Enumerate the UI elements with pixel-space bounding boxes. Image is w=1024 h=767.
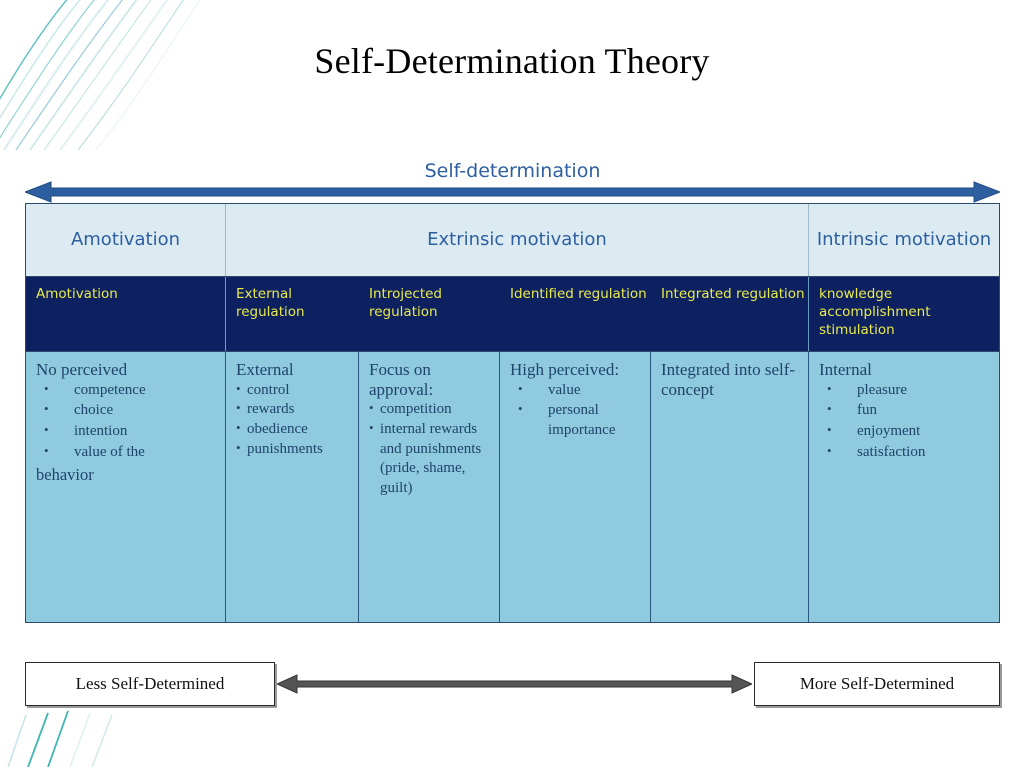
list-item: personal importance xyxy=(510,400,644,441)
list-item: competence xyxy=(36,380,219,401)
body-bullet-list: pleasure fun enjoyment satisfaction xyxy=(819,380,993,463)
group-header-amotivation: Amotivation xyxy=(26,204,226,276)
self-determination-axis-label: Self-determination xyxy=(424,160,601,182)
list-item: value of the xyxy=(36,442,219,463)
list-item: obedience xyxy=(236,419,352,440)
list-item: satisfaction xyxy=(819,442,993,463)
list-item: rewards xyxy=(236,399,352,420)
regulation-amotivation: Amotivation xyxy=(26,277,226,351)
regulation-external: External regulation xyxy=(226,277,359,351)
body-cell-external-regulation: External control rewards obedience punis… xyxy=(226,352,359,622)
body-tail-text: behavior xyxy=(36,464,94,484)
group-header-extrinsic-motivation: Extrinsic motivation xyxy=(226,204,809,276)
body-heading: Internal xyxy=(819,360,872,379)
regulation-introjected: Introjected regulation xyxy=(359,277,500,351)
list-item: internal rewards and punishments (pride,… xyxy=(369,419,493,499)
less-self-determined-box: Less Self-Determined xyxy=(25,662,275,706)
list-item: punishments xyxy=(236,439,352,460)
body-heading: Integrated into self-concept xyxy=(661,360,796,399)
body-cell-integrated-regulation: Integrated into self-concept xyxy=(651,352,809,622)
list-item: enjoyment xyxy=(819,421,993,442)
body-bullet-list: value personal importance xyxy=(510,380,644,441)
regulation-integrated: Integrated regulation xyxy=(651,277,809,351)
body-heading: External xyxy=(236,360,294,379)
body-cell-intrinsic-motivation: Internal pleasure fun enjoyment satisfac… xyxy=(809,352,999,622)
list-item: intention xyxy=(36,421,219,442)
body-cell-introjected-regulation: Focus on approval: competition internal … xyxy=(359,352,500,622)
body-bullet-list: competence choice intention value of the xyxy=(36,380,219,463)
table-regulation-row: Amotivation External regulation Introjec… xyxy=(26,277,999,352)
list-item: value xyxy=(510,380,644,401)
table-group-header-row: Amotivation Extrinsic motivation Intrins… xyxy=(26,204,999,277)
self-determination-arrow xyxy=(25,181,1000,203)
sdt-table: Amotivation Extrinsic motivation Intrins… xyxy=(25,203,1000,623)
body-bullet-list: competition internal rewards and punishm… xyxy=(369,399,493,499)
body-heading: High perceived: xyxy=(510,360,620,379)
body-heading: No perceived xyxy=(36,360,128,379)
body-cell-amotivation: No perceived competence choice intention… xyxy=(26,352,226,622)
body-heading: Focus on approval: xyxy=(369,360,434,399)
body-cell-identified-regulation: High perceived: value personal importanc… xyxy=(500,352,651,622)
body-bullet-list: control rewards obedience punishments xyxy=(236,380,352,460)
continuum-double-arrow xyxy=(277,674,752,694)
regulation-identified: Identified regulation xyxy=(500,277,651,351)
regulation-intrinsic: knowledge accomplishment stimulation xyxy=(809,277,999,351)
more-self-determined-box: More Self-Determined xyxy=(754,662,1000,706)
list-item: control xyxy=(236,380,352,401)
list-item: fun xyxy=(819,400,993,421)
page-title: Self-Determination Theory xyxy=(314,41,710,81)
self-determination-continuum: Less Self-Determined More Self-Determine… xyxy=(25,662,1000,708)
list-item: competition xyxy=(369,399,493,420)
group-header-intrinsic-motivation: Intrinsic motivation xyxy=(809,204,999,276)
list-item: choice xyxy=(36,400,219,421)
table-body-row: No perceived competence choice intention… xyxy=(26,352,999,622)
list-item: pleasure xyxy=(819,380,993,401)
